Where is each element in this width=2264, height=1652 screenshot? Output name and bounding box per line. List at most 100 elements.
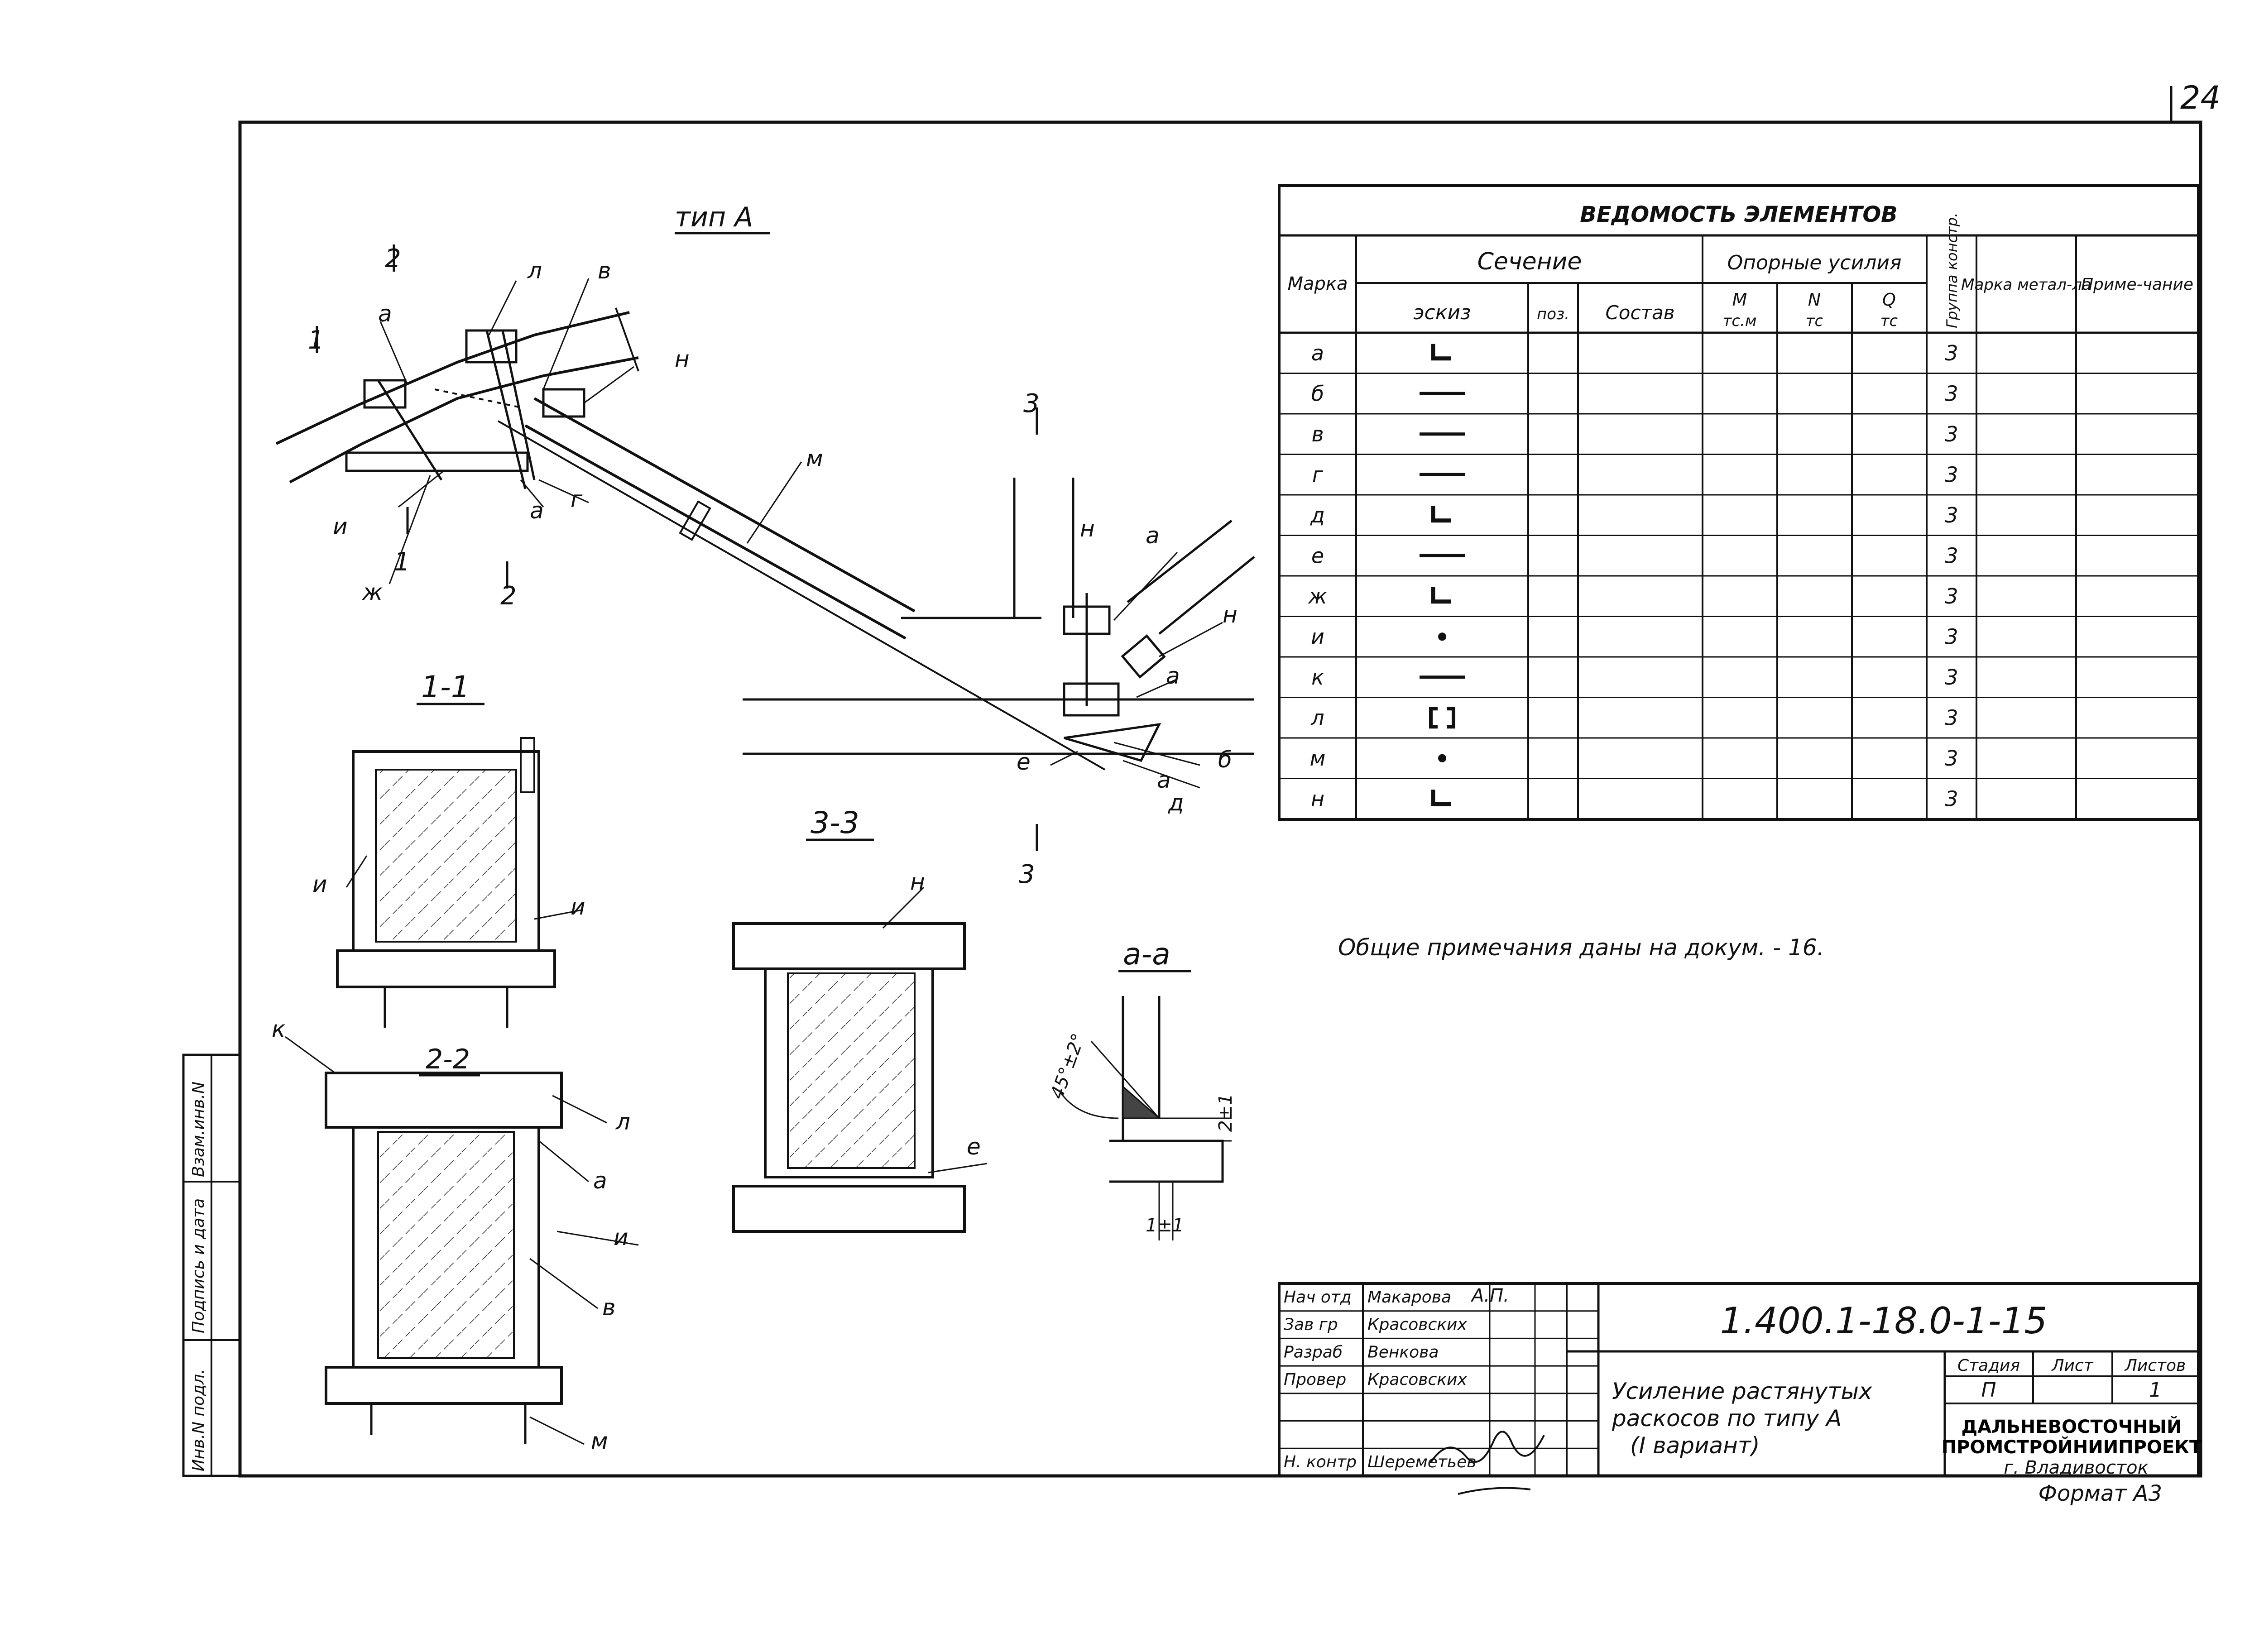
sheet-frame (238, 120, 2202, 1478)
row-mark: к (1311, 665, 1324, 690)
row-group: 3 (1945, 503, 1958, 527)
header-note: Приме-чание (2081, 275, 2193, 294)
svg-text:л: л (527, 258, 542, 284)
signature-role: Н. контр (1284, 1453, 1357, 1471)
svg-text:а: а (1157, 767, 1171, 793)
stamp-inv-repl: Взам.инв.N (189, 1082, 208, 1177)
svg-text:е: е (967, 1134, 981, 1160)
svg-text:а: а (530, 498, 544, 524)
header-n-unit: тс (1806, 312, 1823, 330)
row-group: 3 (1945, 624, 1958, 649)
svg-text:2: 2 (385, 244, 401, 273)
row-mark: д (1310, 503, 1325, 527)
header-m-unit: тс.м (1723, 312, 1757, 330)
element-schedule-table: ВЕДОМОСТЬ ЭЛЕМЕНТОВ Марка Сечение эскиз … (1278, 184, 2200, 821)
svg-text:н: н (910, 869, 925, 895)
header-q: Q (1882, 290, 1896, 310)
svg-text:а: а (378, 301, 392, 327)
row-group: 3 (1945, 746, 1958, 771)
svg-text:н: н (1080, 516, 1095, 542)
svg-text:2-2: 2-2 (426, 1044, 470, 1075)
signature-marks: А.П. (1430, 1285, 1545, 1495)
header-q-unit: тс (1880, 312, 1898, 330)
svg-text:24: 24 (2180, 79, 2221, 116)
header-pos: поз. (1537, 305, 1569, 323)
header-steel: Марка метал-ла (1961, 276, 2091, 294)
signature-role: Провер (1284, 1370, 1346, 1389)
header-n: N (1808, 290, 1821, 310)
svg-text:ж: ж (362, 579, 383, 605)
type-a-view: тип А 2 1 1 2 3 3 а (275, 201, 1255, 889)
section-a-a: а-а 45°±2° 2±1 1±1 (1046, 937, 1236, 1240)
svg-text:3: 3 (1019, 860, 1035, 889)
row-mark: м (1310, 746, 1326, 771)
svg-text:а: а (593, 1168, 607, 1194)
svg-text:1: 1 (394, 547, 410, 577)
drawing-description-1: Усиление растянутых (1612, 1378, 1872, 1404)
row-group: 3 (1945, 422, 1958, 446)
svg-text:а: а (1146, 522, 1160, 549)
signature-name: Шереметьев (1367, 1453, 1477, 1471)
weld-dim-2: 1±1 (1146, 1215, 1184, 1236)
svg-text:б: б (1218, 747, 1232, 773)
header-m: М (1732, 290, 1747, 310)
svg-text:а-а: а-а (1123, 937, 1170, 972)
svg-text:в: в (602, 1294, 615, 1321)
svg-text:А.П.: А.П. (1470, 1285, 1509, 1306)
svg-text:д: д (1168, 790, 1184, 816)
org-city: г. Владивосток (2004, 1457, 2149, 1478)
svg-text:м: м (806, 445, 823, 472)
svg-text:л: л (615, 1109, 630, 1135)
header-sketch: эскиз (1414, 301, 1471, 324)
row-mark: б (1311, 381, 1324, 406)
svg-text:3: 3 (1023, 389, 1040, 418)
row-group: 3 (1945, 341, 1958, 365)
svg-text:1: 1 (308, 326, 324, 355)
angle-dim: 45°±2° (1046, 1031, 1089, 1102)
row-mark: л (1310, 705, 1324, 730)
sketch-angle-icon (1431, 790, 1451, 806)
sheets-value: 1 (2149, 1379, 2162, 1402)
document-code: 1.400.1-18.0-1-15 (1720, 1300, 2048, 1342)
sketch-angle-icon (1431, 587, 1451, 604)
sketch-angle-icon (1431, 506, 1451, 523)
header-group: Группа констр. (1943, 213, 1961, 328)
svg-text:и: и (614, 1224, 628, 1250)
signature-role: Зав гр (1284, 1316, 1338, 1334)
row-group: 3 (1945, 462, 1958, 487)
signature-name: Красовских (1367, 1370, 1467, 1389)
row-group: 3 (1945, 665, 1958, 690)
row-mark: г (1312, 462, 1324, 487)
svg-text:3-3: 3-3 (811, 805, 859, 840)
svg-text:н: н (1223, 602, 1238, 628)
svg-text:и: и (312, 871, 327, 897)
side-stamp: Взам.инв.N Подпись и дата Инв.N подл. (182, 1053, 241, 1477)
svg-text:1-1: 1-1 (421, 670, 470, 704)
stage-label: Стадия (1957, 1356, 2020, 1375)
stamp-sign-date: Подпись и дата (189, 1198, 208, 1333)
signature-role: Нач отд (1284, 1288, 1352, 1307)
header-mark: Марка (1287, 273, 1348, 294)
section-3-3: 3-3 н е (732, 805, 988, 1233)
row-group: 3 (1945, 381, 1958, 406)
row-mark: ж (1308, 584, 1327, 608)
header-forces: Опорные усилия (1727, 251, 1902, 274)
svg-text:в: в (598, 258, 611, 284)
signature-name: Макарова (1367, 1288, 1451, 1307)
sketch-angle-icon (1431, 344, 1451, 361)
row-mark: в (1311, 422, 1324, 446)
stage-value: П (1981, 1379, 1996, 1402)
section-1-1: 1-1 и и (312, 670, 585, 1028)
sketch-round-icon (1438, 632, 1446, 641)
signature-name: Венкова (1367, 1343, 1439, 1361)
drawing-description-2: раскосов по типу А (1612, 1405, 1842, 1432)
